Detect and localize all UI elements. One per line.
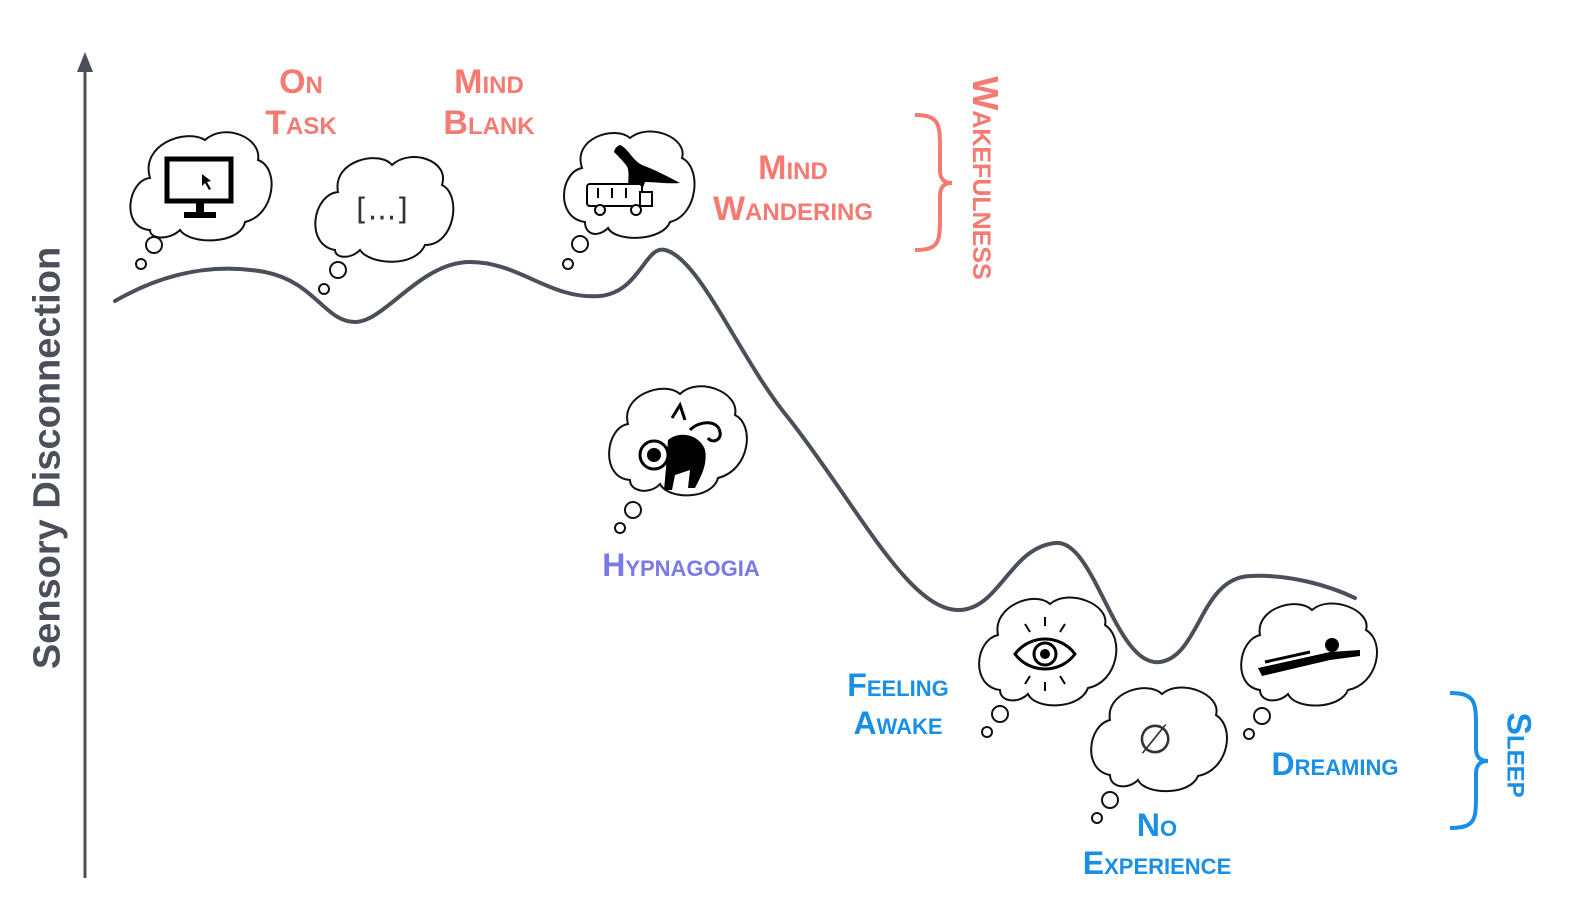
label-hypnagogia-line1: Hypnagogia	[602, 547, 760, 583]
label-dreaming: Dreaming	[1245, 745, 1425, 783]
flying-person-icon	[1258, 638, 1360, 676]
label-no-experience-line2: Experience	[1082, 845, 1232, 882]
label-hypnagogia: Hypnagogia	[570, 546, 792, 584]
label-mind-blank-line1: Mind	[454, 63, 524, 101]
label-feeling-awake-line2: Awake	[853, 705, 943, 742]
label-mind-wandering-line2: Wandering	[712, 189, 874, 228]
eye-icon	[1013, 617, 1077, 691]
label-mind-wandering: Mind Wandering	[690, 148, 896, 230]
chimera-creature-icon	[638, 401, 722, 490]
thought-bubble-dreaming	[1240, 602, 1378, 740]
label-mind-blank-line2: Blank	[443, 103, 535, 142]
label-no-experience: No Experience	[1052, 806, 1262, 883]
y-axis-title: Sensory Disconnection	[26, 246, 69, 670]
y-axis-arrowhead	[77, 52, 93, 72]
label-on-task-line2: Task	[265, 103, 337, 142]
computer-monitor-icon	[164, 156, 234, 218]
label-on-task-line1: On	[279, 63, 323, 101]
label-feeling-awake-line1: Feeling	[847, 667, 949, 703]
label-no-experience-line1: No	[1136, 807, 1178, 843]
kangaroo-car-icon	[586, 145, 680, 216]
mind-blank-ellipsis: [...]	[355, 192, 409, 228]
label-dreaming-line1: Dreaming	[1271, 746, 1399, 782]
label-feeling-awake: Feeling Awake	[822, 666, 974, 743]
label-on-task: On Task	[240, 62, 362, 144]
sleep-brace	[1449, 691, 1489, 830]
group-label-wakefulness: Wakefulness	[965, 76, 1006, 280]
label-mind-wandering-line1: Mind	[758, 149, 828, 187]
label-mind-blank: Mind Blank	[420, 62, 558, 144]
thought-bubble-mind-blank	[314, 156, 455, 295]
thought-bubble-no-experience	[1090, 686, 1228, 824]
wakefulness-brace	[914, 113, 953, 252]
empty-set-icon: ∅	[1137, 717, 1173, 763]
state-curve	[113, 247, 1357, 665]
group-label-sleep: Sleep	[1499, 712, 1538, 798]
